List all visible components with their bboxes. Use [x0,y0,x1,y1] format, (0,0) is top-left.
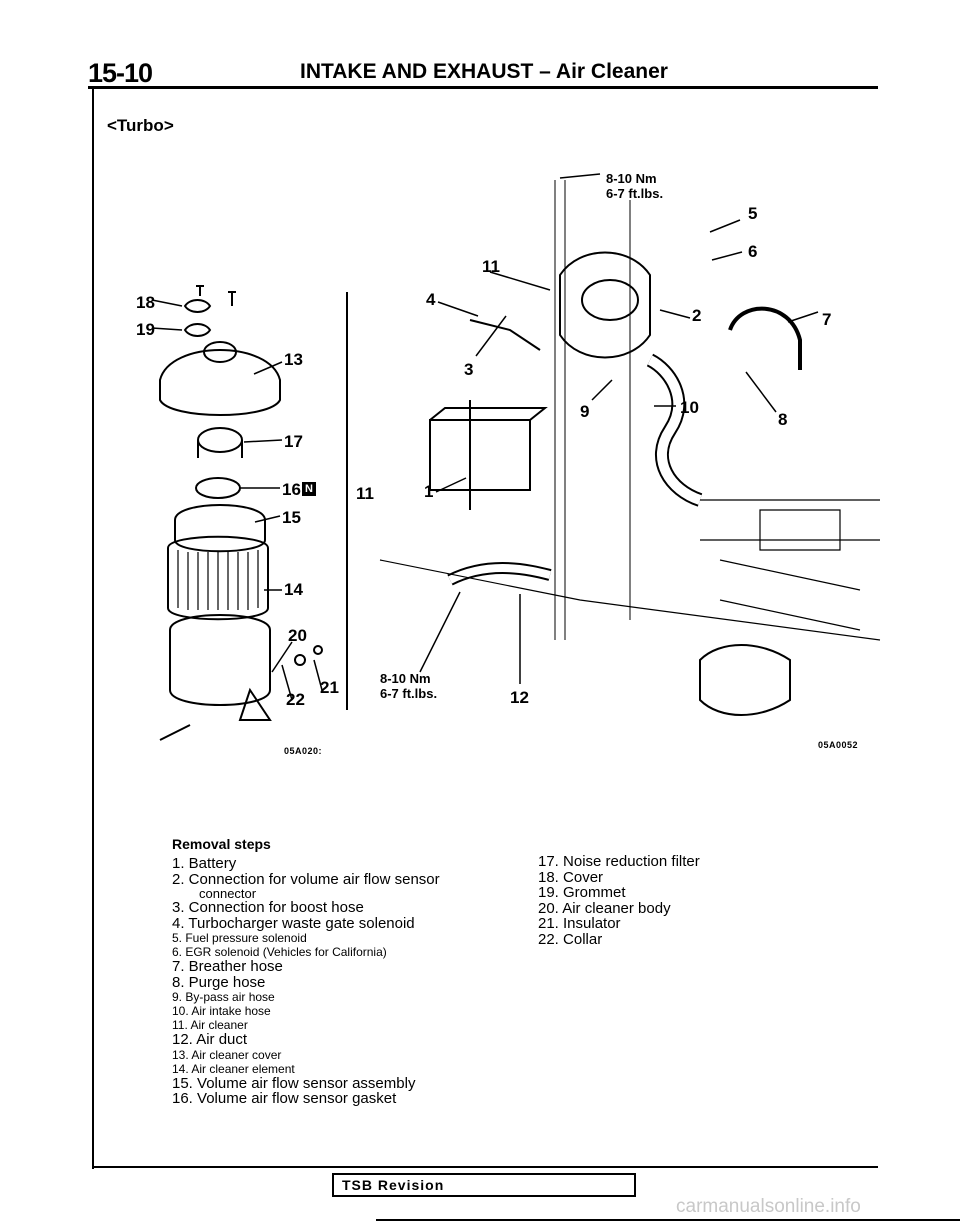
list-item: 5. Fuel pressure solenoid [172,931,307,945]
callout-18: 18 [136,293,155,312]
page-title: INTAKE AND EXHAUST – Air Cleaner [300,60,668,83]
list-item: 22. Collar [538,930,603,948]
bottom-rule [92,1166,878,1168]
callout-2: 2 [692,306,702,325]
list-item: 11. Air cleaner [172,1018,248,1032]
callout-22: 22 [286,690,305,709]
page-number: 15-10 [88,58,153,88]
callout-20: 20 [288,626,307,645]
list-item: 7. Breather hose [172,958,283,975]
callout-17: 17 [284,432,303,451]
callout-1: 1 [424,482,434,501]
torque-spec-top-ftlbs: 6-7 ft.lbs. [606,186,664,201]
torque-spec-bottom-ftlbs: 6-7 ft.lbs. [380,686,438,701]
list-item: 10. Air intake hose [172,1004,271,1018]
callout-12: 12 [510,688,529,707]
callout-9: 9 [580,402,590,421]
callout-13: 13 [284,350,303,369]
callout-3: 3 [464,360,474,379]
variant-label: <Turbo> [107,116,174,135]
list-item: connector [199,886,257,901]
removal-steps-list: 1. Battery 2. Connection for volume air … [172,856,502,1107]
list-item: 17. Noise reduction filter [538,853,700,870]
figure-code-left: 05A020: [284,746,323,756]
callout-14: 14 [284,580,303,599]
list-item: 2. Connection for volume air flow sensor [172,870,440,888]
callout-16: 16 [282,480,301,499]
callout-11-top: 11 [482,257,500,276]
list-item: 12. Air duct [172,1031,248,1048]
footer-rule [376,1219,960,1221]
callout-6: 6 [748,242,758,261]
margin-rule [92,89,94,1169]
list-item: 9. By-pass air hose [172,990,275,1004]
list-item: 15. Volume air flow sensor assembly [172,1074,416,1092]
torque-spec-top-nm: 8-10 Nm [606,171,657,186]
removal-steps-list-continued: 17. Noise reduction filter 18. Cover 19.… [538,854,758,947]
list-item: 21. Insulator [538,915,621,932]
callout-11-left: 11 [356,484,374,503]
callout-4: 4 [426,290,436,309]
list-item: 16. Volume air flow sensor gasket [172,1090,397,1107]
list-item: 19. Grommet [538,884,626,901]
list-item: 4. Turbocharger waste gate solenoid [172,914,415,932]
callout-7: 7 [822,310,832,329]
list-item: 6. EGR solenoid (Vehicles for California… [172,945,387,959]
new-part-icon: N [302,482,316,496]
callout-10: 10 [680,398,699,417]
callout-15: 15 [282,508,301,527]
header-rule [88,86,878,89]
figure-code-right: 05A0052 [818,740,859,750]
callout-21: 21 [320,678,339,697]
list-item: 8. Purge hose [172,973,266,991]
removal-steps-heading: Removal steps [172,836,271,852]
tsb-revision-label: TSB Revision [342,1177,445,1193]
list-item: 18. Cover [538,868,604,886]
callout-5: 5 [748,204,758,223]
tsb-revision-box [332,1173,636,1197]
list-item: 3. Connection for boost hose [172,899,364,916]
torque-spec-bottom-nm: 8-10 Nm [380,671,431,686]
callout-19: 19 [136,320,155,339]
callout-8: 8 [778,410,788,429]
list-item: 14. Air cleaner element [172,1061,295,1076]
watermark: carmanualsonline.info [676,1196,861,1217]
list-item: 1. Battery [172,855,237,872]
list-item: 20. Air cleaner body [538,899,671,917]
figure-divider [346,292,348,710]
list-item: 13. Air cleaner cover [172,1047,282,1062]
